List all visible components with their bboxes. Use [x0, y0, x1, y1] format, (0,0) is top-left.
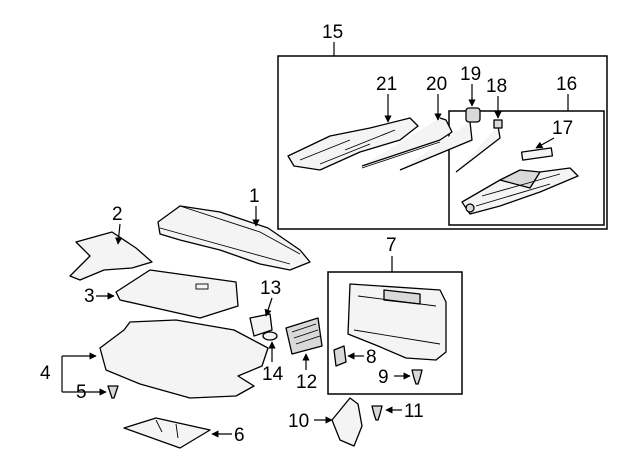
callout-7: 7	[386, 235, 397, 256]
callout-16: 16	[556, 74, 577, 95]
callout-2: 2	[112, 204, 123, 225]
callout-4: 4	[40, 363, 51, 384]
callout-9: 9	[378, 367, 389, 388]
extension-bar-part	[455, 119, 503, 173]
rear-shelf-part	[157, 205, 311, 271]
vent-grille-part	[285, 317, 323, 355]
clip-part-5	[107, 385, 119, 399]
callout-12: 12	[296, 372, 317, 393]
callout-10: 10	[288, 411, 309, 432]
leader-13	[264, 297, 273, 317]
clip-part-14	[262, 331, 278, 341]
tray-part	[123, 417, 211, 449]
callout-8: 8	[366, 347, 377, 368]
callout-19: 19	[460, 64, 481, 85]
tool-bag-part	[287, 117, 419, 171]
rear-panel-part	[347, 283, 447, 361]
callout-15: 15	[322, 22, 343, 43]
callout-1: 1	[249, 186, 260, 207]
clip-part-11	[371, 405, 383, 421]
callout-6: 6	[234, 425, 245, 446]
callout-13: 13	[260, 278, 281, 299]
callout-5: 5	[76, 382, 87, 403]
leader-2	[115, 223, 123, 245]
bracket-part	[249, 313, 273, 337]
corner-cover-part	[331, 397, 363, 447]
callout-3: 3	[84, 286, 95, 307]
callout-18: 18	[486, 76, 507, 97]
lug-wrench-part	[361, 117, 453, 169]
floor-lid-part	[115, 269, 239, 319]
leader-17	[535, 137, 555, 149]
side-trim-part	[69, 231, 153, 281]
hook-part	[333, 345, 347, 367]
callout-14: 14	[262, 364, 284, 385]
scissor-jack-part	[461, 167, 579, 215]
callout-11: 11	[404, 401, 424, 422]
callout-21: 21	[376, 74, 397, 95]
callout-20: 20	[426, 74, 447, 95]
screw-part-9	[411, 369, 423, 385]
jack-handle-part	[399, 107, 481, 171]
jack-label-part	[520, 147, 554, 161]
callout-17: 17	[552, 118, 573, 139]
trunk-mat-part	[99, 319, 269, 399]
